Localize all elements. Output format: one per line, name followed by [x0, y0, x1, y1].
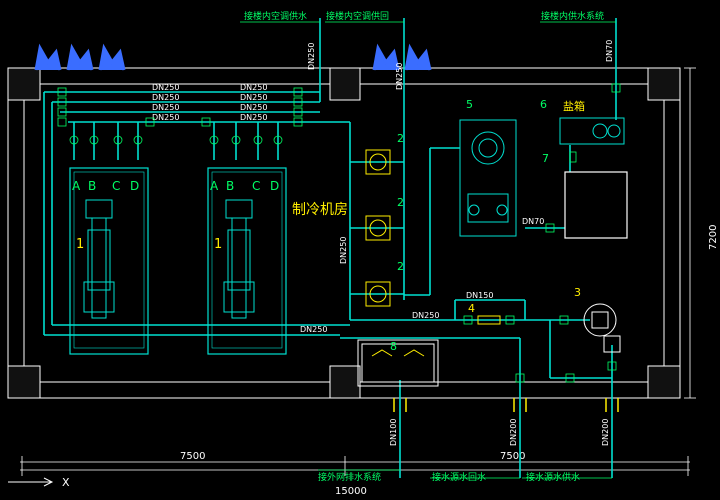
dn-label: DN70: [522, 217, 544, 226]
sump-8: [357, 339, 439, 387]
port-label: B: [226, 179, 234, 193]
chiller-id: 1: [214, 237, 222, 252]
dn-label: DN250: [240, 83, 267, 92]
dim-right: 7500: [500, 451, 525, 462]
pump-number: 2: [397, 260, 404, 273]
dim-left: 7500: [180, 451, 205, 462]
port-label: A: [210, 179, 219, 193]
column-top-mid: [329, 67, 361, 101]
gauge-icons: [69, 135, 283, 145]
valve-icons: [57, 83, 621, 383]
dn-label: DN200: [509, 419, 518, 446]
salt-box-6: [559, 117, 625, 145]
dim-total: 15000: [335, 486, 367, 497]
axis-icon: [8, 477, 54, 487]
port-label: B: [88, 179, 96, 193]
pipe-network: [43, 18, 617, 478]
chiller-id: 1: [76, 237, 84, 252]
dn-label: DN250: [307, 43, 316, 70]
equip-number: 7: [542, 152, 549, 165]
label-leaders: [240, 21, 616, 479]
salt-box-label: 盐箱: [563, 99, 585, 113]
room-title: 制冷机房: [292, 202, 348, 218]
dn-label: DN250: [152, 93, 179, 102]
port-label: D: [270, 179, 279, 193]
label-top-supply: 接楼内空调供水: [244, 10, 307, 22]
chiller-unit-1: 1 A B C D: [69, 167, 149, 355]
port-label: C: [252, 179, 260, 193]
equip-number: 3: [574, 286, 581, 299]
dn-label: DN100: [389, 419, 398, 446]
label-bottom-drain: 接外网排水系统: [318, 471, 381, 483]
dn-label: DN200: [601, 419, 610, 446]
equip-number: 5: [466, 98, 473, 111]
dim-height: 7200: [708, 225, 719, 250]
column-bottom-right: [647, 365, 681, 399]
dn-label: DN250: [240, 93, 267, 102]
dn-label: DN70: [605, 40, 614, 62]
column-bottom-mid: [329, 365, 361, 399]
window-icons: [34, 43, 432, 71]
dn-label: DN250: [300, 325, 327, 334]
building-walls: [7, 67, 681, 399]
column-top-left: [7, 67, 41, 101]
dn-label: DN250: [240, 103, 267, 112]
flange-icons: [393, 398, 619, 412]
tank-5: [459, 119, 517, 237]
column-top-right: [647, 67, 681, 101]
dn-label: DN250: [412, 311, 439, 320]
equip-number: 8: [390, 340, 397, 353]
pump-3: [583, 303, 621, 353]
dn-label: DN150: [466, 291, 493, 300]
label-top-right: 接楼内供水系统: [541, 10, 604, 22]
pump-icons: [365, 149, 391, 307]
label-top-return: 接楼内空调供回: [326, 10, 389, 22]
equip-number: 4: [468, 302, 475, 315]
axis-label: X: [62, 476, 70, 489]
dn-label: DN250: [152, 83, 179, 92]
label-bottom-return: 接水源水回水: [432, 471, 486, 483]
dn-labels: DN250 DN250 DN250 DN250 DN250 DN250 DN25…: [152, 40, 614, 446]
equip-number: 6: [540, 98, 547, 111]
dn-label: DN250: [240, 113, 267, 122]
dimension-lines: [20, 67, 696, 476]
port-label: A: [72, 179, 81, 193]
filter-4: [477, 315, 501, 325]
column-bottom-left: [7, 365, 41, 399]
dn-label: DN250: [152, 103, 179, 112]
port-label: C: [112, 179, 120, 193]
label-bottom-supply: 接水源水供水: [526, 471, 580, 483]
dn-label: DN250: [395, 63, 404, 90]
dn-label: DN250: [152, 113, 179, 122]
port-label: D: [130, 179, 139, 193]
dn-label: DN250: [339, 237, 348, 264]
chiller-unit-2: 1 A B C D: [207, 167, 287, 355]
pump-number: 2: [397, 196, 404, 209]
pump-number: 2: [397, 132, 404, 145]
softener-7: [564, 171, 628, 239]
